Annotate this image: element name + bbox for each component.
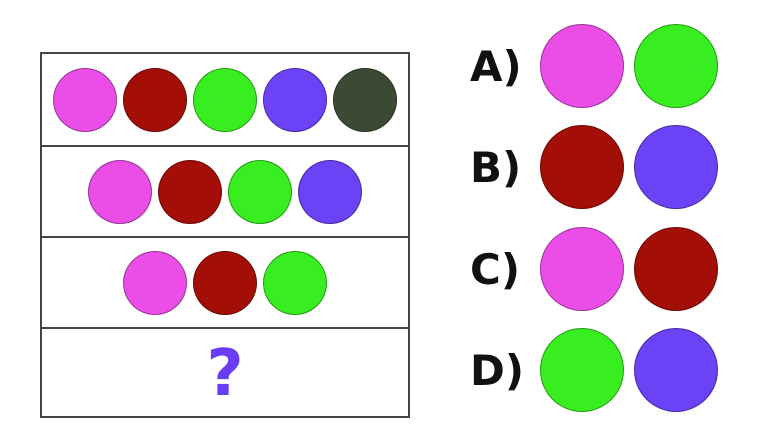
circle-red: [193, 250, 257, 315]
circle-green: [540, 328, 624, 412]
puzzle-row-question: ?: [42, 327, 408, 418]
answer-options: A) B) C) D): [470, 20, 740, 420]
circle-purple: [263, 67, 327, 132]
circle-green: [634, 24, 718, 108]
circle-green: [263, 250, 327, 315]
option-d-label: D): [470, 345, 525, 395]
option-c-label: C): [470, 244, 521, 294]
circle-red: [540, 125, 624, 209]
circle-red: [634, 227, 718, 311]
option-b-circles: [540, 125, 718, 209]
circle-pink: [540, 24, 624, 108]
circle-green: [193, 67, 257, 132]
puzzle-row-3: [42, 236, 408, 327]
puzzle-row-2: [42, 145, 408, 236]
option-a-label: A): [470, 41, 522, 91]
circle-red: [158, 159, 222, 224]
circle-dark-green: [333, 67, 397, 132]
circle-pink: [540, 227, 624, 311]
option-a[interactable]: A): [470, 20, 740, 112]
circle-purple: [634, 125, 718, 209]
puzzle-row-1: [42, 54, 408, 145]
option-c-circles: [540, 227, 718, 311]
option-a-circles: [540, 24, 718, 108]
circle-pink: [88, 159, 152, 224]
option-d[interactable]: D): [470, 324, 740, 416]
puzzle-grid: ?: [40, 52, 410, 418]
circle-red: [123, 67, 187, 132]
option-c[interactable]: C): [470, 223, 740, 315]
circle-pink: [53, 67, 117, 132]
circle-pink: [123, 250, 187, 315]
option-b[interactable]: B): [470, 121, 740, 213]
circle-purple: [298, 159, 362, 224]
question-mark: ?: [206, 336, 244, 411]
circle-green: [228, 159, 292, 224]
option-d-circles: [540, 328, 718, 412]
option-b-label: B): [470, 142, 522, 192]
circle-purple: [634, 328, 718, 412]
